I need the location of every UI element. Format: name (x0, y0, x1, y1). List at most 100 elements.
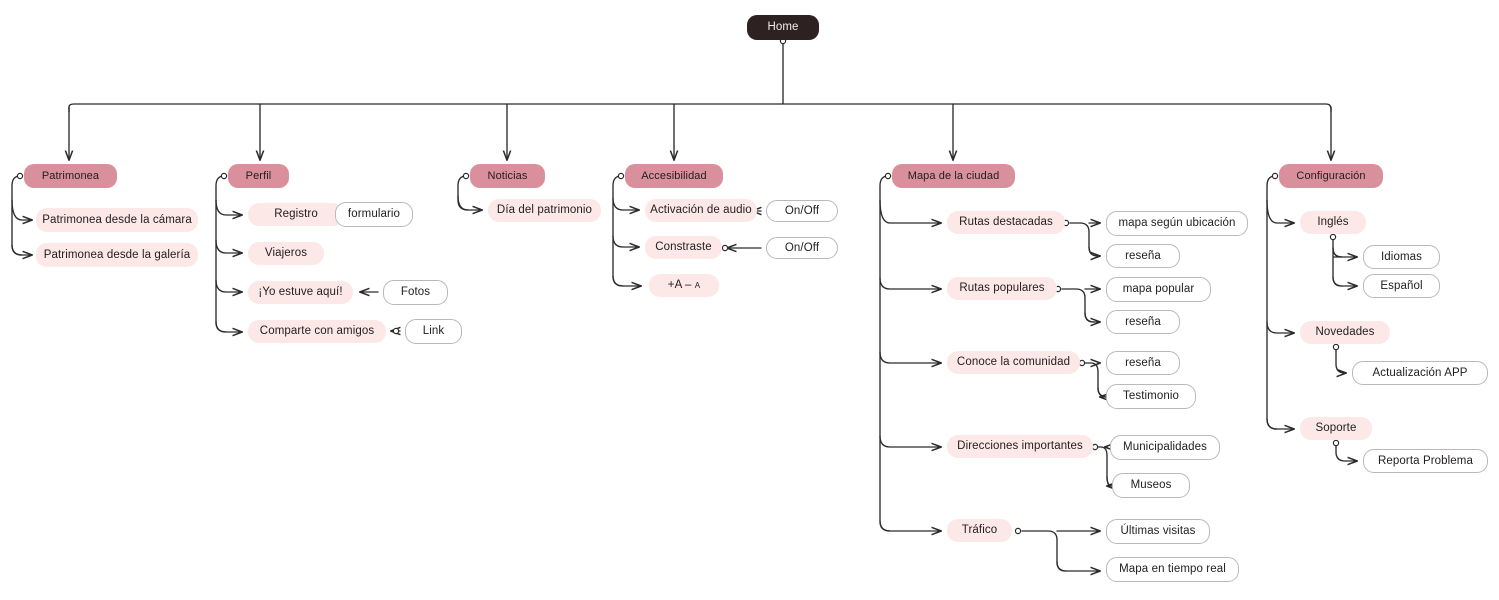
edge-populares-branch-spine (1061, 288, 1095, 323)
node-museos[interactable]: Museos (1112, 473, 1190, 498)
node-reporta-problema[interactable]: Reporta Problema (1363, 449, 1488, 473)
node-label: +A – A (667, 279, 701, 292)
node-resena-1[interactable]: reseña (1106, 244, 1180, 268)
node-label: Idiomas (1381, 250, 1422, 263)
node-label: Home (767, 21, 799, 34)
node-registro[interactable]: Registro (248, 203, 344, 226)
node-activacion-audio[interactable]: Activación de audio (645, 199, 757, 222)
node-label: Tráfico (961, 524, 998, 537)
edge-mapa-spine (879, 175, 891, 532)
node-rutas-populares[interactable]: Rutas populares (947, 277, 1057, 300)
node-espanol[interactable]: Español (1363, 274, 1440, 298)
node-label: Inglés (1317, 216, 1349, 229)
edge-ingles-espanol (1332, 276, 1357, 286)
edge-novedades-actualizacion (1335, 347, 1346, 373)
dot-accesibilidad (617, 172, 625, 180)
node-constraste[interactable]: Constraste (645, 236, 722, 259)
node-direcciones[interactable]: Direcciones importantes (947, 435, 1093, 458)
node-label: Activación de audio (650, 204, 752, 217)
node-label: Patrimonea desde la galería (43, 248, 191, 261)
node-label: Testimonio (1123, 390, 1179, 403)
node-label: Conoce la comunidad (956, 356, 1071, 369)
node-resena-3[interactable]: reseña (1106, 351, 1180, 375)
edge-soporte-reporta (1335, 443, 1357, 461)
edge-noticias-dia (457, 195, 482, 210)
node-label: Novedades (1315, 326, 1375, 339)
node-label: Accesibilidad (641, 169, 707, 182)
edge-config-spine (1266, 175, 1278, 430)
node-fontsize[interactable]: +A – A (649, 274, 719, 297)
node-testimonio[interactable]: Testimonio (1106, 384, 1196, 409)
node-label: Museos (1130, 479, 1172, 492)
node-noticias[interactable]: Noticias (470, 164, 545, 188)
node-onoff-audio[interactable]: On/Off (766, 200, 838, 222)
node-label: On/Off (784, 204, 820, 217)
node-label: Patrimonea desde la cámara (42, 213, 192, 226)
node-label: reseña (1125, 356, 1161, 369)
edge-perfil-registro (215, 199, 242, 215)
edge-trunk-bus (68, 103, 1332, 113)
node-link[interactable]: Link (405, 319, 462, 344)
node-patrimonea-galeria[interactable]: Patrimonea desde la galería (36, 243, 198, 267)
edge-acc-contraste (612, 235, 639, 247)
dot-perfil (220, 172, 228, 180)
edge-patrimonea-galeria (11, 244, 32, 255)
dot-contraste (721, 244, 729, 252)
node-label: Mapa de la ciudad (907, 169, 1000, 182)
node-ingles[interactable]: Inglés (1300, 211, 1366, 234)
node-label: reseña (1125, 249, 1161, 262)
node-label: Registro (274, 208, 318, 221)
dot-noticias (462, 172, 470, 180)
node-municipalidades[interactable]: Municipalidades (1110, 435, 1220, 460)
node-dia-patrimonio[interactable]: Día del patrimonio (488, 199, 601, 222)
node-mapa-popular[interactable]: mapa popular (1106, 277, 1211, 302)
node-label: Constraste (655, 241, 712, 254)
node-configuracion[interactable]: Configuración (1279, 164, 1383, 188)
edge-config-soporte (1266, 418, 1294, 429)
edge-acc-fontsize (612, 275, 641, 286)
node-patrimonea-camara[interactable]: Patrimonea desde la cámara (36, 208, 198, 232)
node-fotos[interactable]: Fotos (383, 280, 448, 305)
node-resena-2[interactable]: reseña (1106, 310, 1180, 334)
node-label: Mapa en tiempo real (1119, 563, 1226, 576)
node-actualizacion-app[interactable]: Actualización APP (1352, 361, 1488, 385)
edge-mapa-rutas-pop (879, 277, 941, 289)
node-formulario[interactable]: formulario (335, 202, 413, 227)
dot-comparte (392, 327, 400, 335)
node-idiomas[interactable]: Idiomas (1363, 245, 1440, 269)
node-label: Español (1380, 279, 1423, 292)
node-patrimonea[interactable]: Patrimonea (24, 164, 117, 188)
node-label: Últimas visitas (1120, 525, 1196, 538)
node-label: ¡Yo estuve aquí! (258, 286, 343, 299)
edge-mapa-trafico (879, 520, 941, 531)
node-novedades[interactable]: Novedades (1300, 321, 1390, 344)
node-soporte[interactable]: Soporte (1300, 417, 1372, 440)
node-conoce-comunidad[interactable]: Conoce la comunidad (947, 351, 1080, 374)
node-label: Noticias (487, 169, 528, 182)
edge-mapa-rutas-dest (879, 199, 941, 223)
edge-patrimonea-camara (11, 199, 32, 220)
node-label: Día del patrimonio (496, 204, 593, 217)
node-perfil[interactable]: Perfil (228, 164, 289, 188)
node-root[interactable]: Home (747, 15, 819, 40)
edge-trafico-branch-spine (1021, 530, 1067, 572)
node-trafico[interactable]: Tráfico (947, 519, 1012, 542)
node-ultimas-visitas[interactable]: Últimas visitas (1106, 519, 1210, 544)
edge-destacadas-branch-spine (1069, 222, 1099, 257)
edge-config-ingles (1266, 199, 1294, 223)
dot-soporte (1332, 439, 1340, 447)
edge-accesibilidad-spine (612, 175, 624, 287)
node-rutas-destacadas[interactable]: Rutas destacadas (947, 211, 1065, 234)
dot-mapa (884, 172, 892, 180)
node-label: mapa popular (1122, 283, 1195, 296)
dot-conoce (1078, 359, 1086, 367)
node-mapa-ubicacion[interactable]: mapa según ubicación (1106, 211, 1248, 236)
node-mapa[interactable]: Mapa de la ciudad (892, 164, 1015, 188)
node-yoestuve[interactable]: ¡Yo estuve aquí! (248, 281, 353, 304)
node-mapa-tiempo-real[interactable]: Mapa en tiempo real (1106, 557, 1239, 582)
node-accesibilidad[interactable]: Accesibilidad (625, 164, 723, 188)
node-viajeros[interactable]: Viajeros (248, 242, 324, 265)
node-comparte[interactable]: Comparte con amigos (248, 320, 386, 343)
node-label: Link (422, 325, 445, 338)
node-onoff-contraste[interactable]: On/Off (766, 237, 838, 259)
